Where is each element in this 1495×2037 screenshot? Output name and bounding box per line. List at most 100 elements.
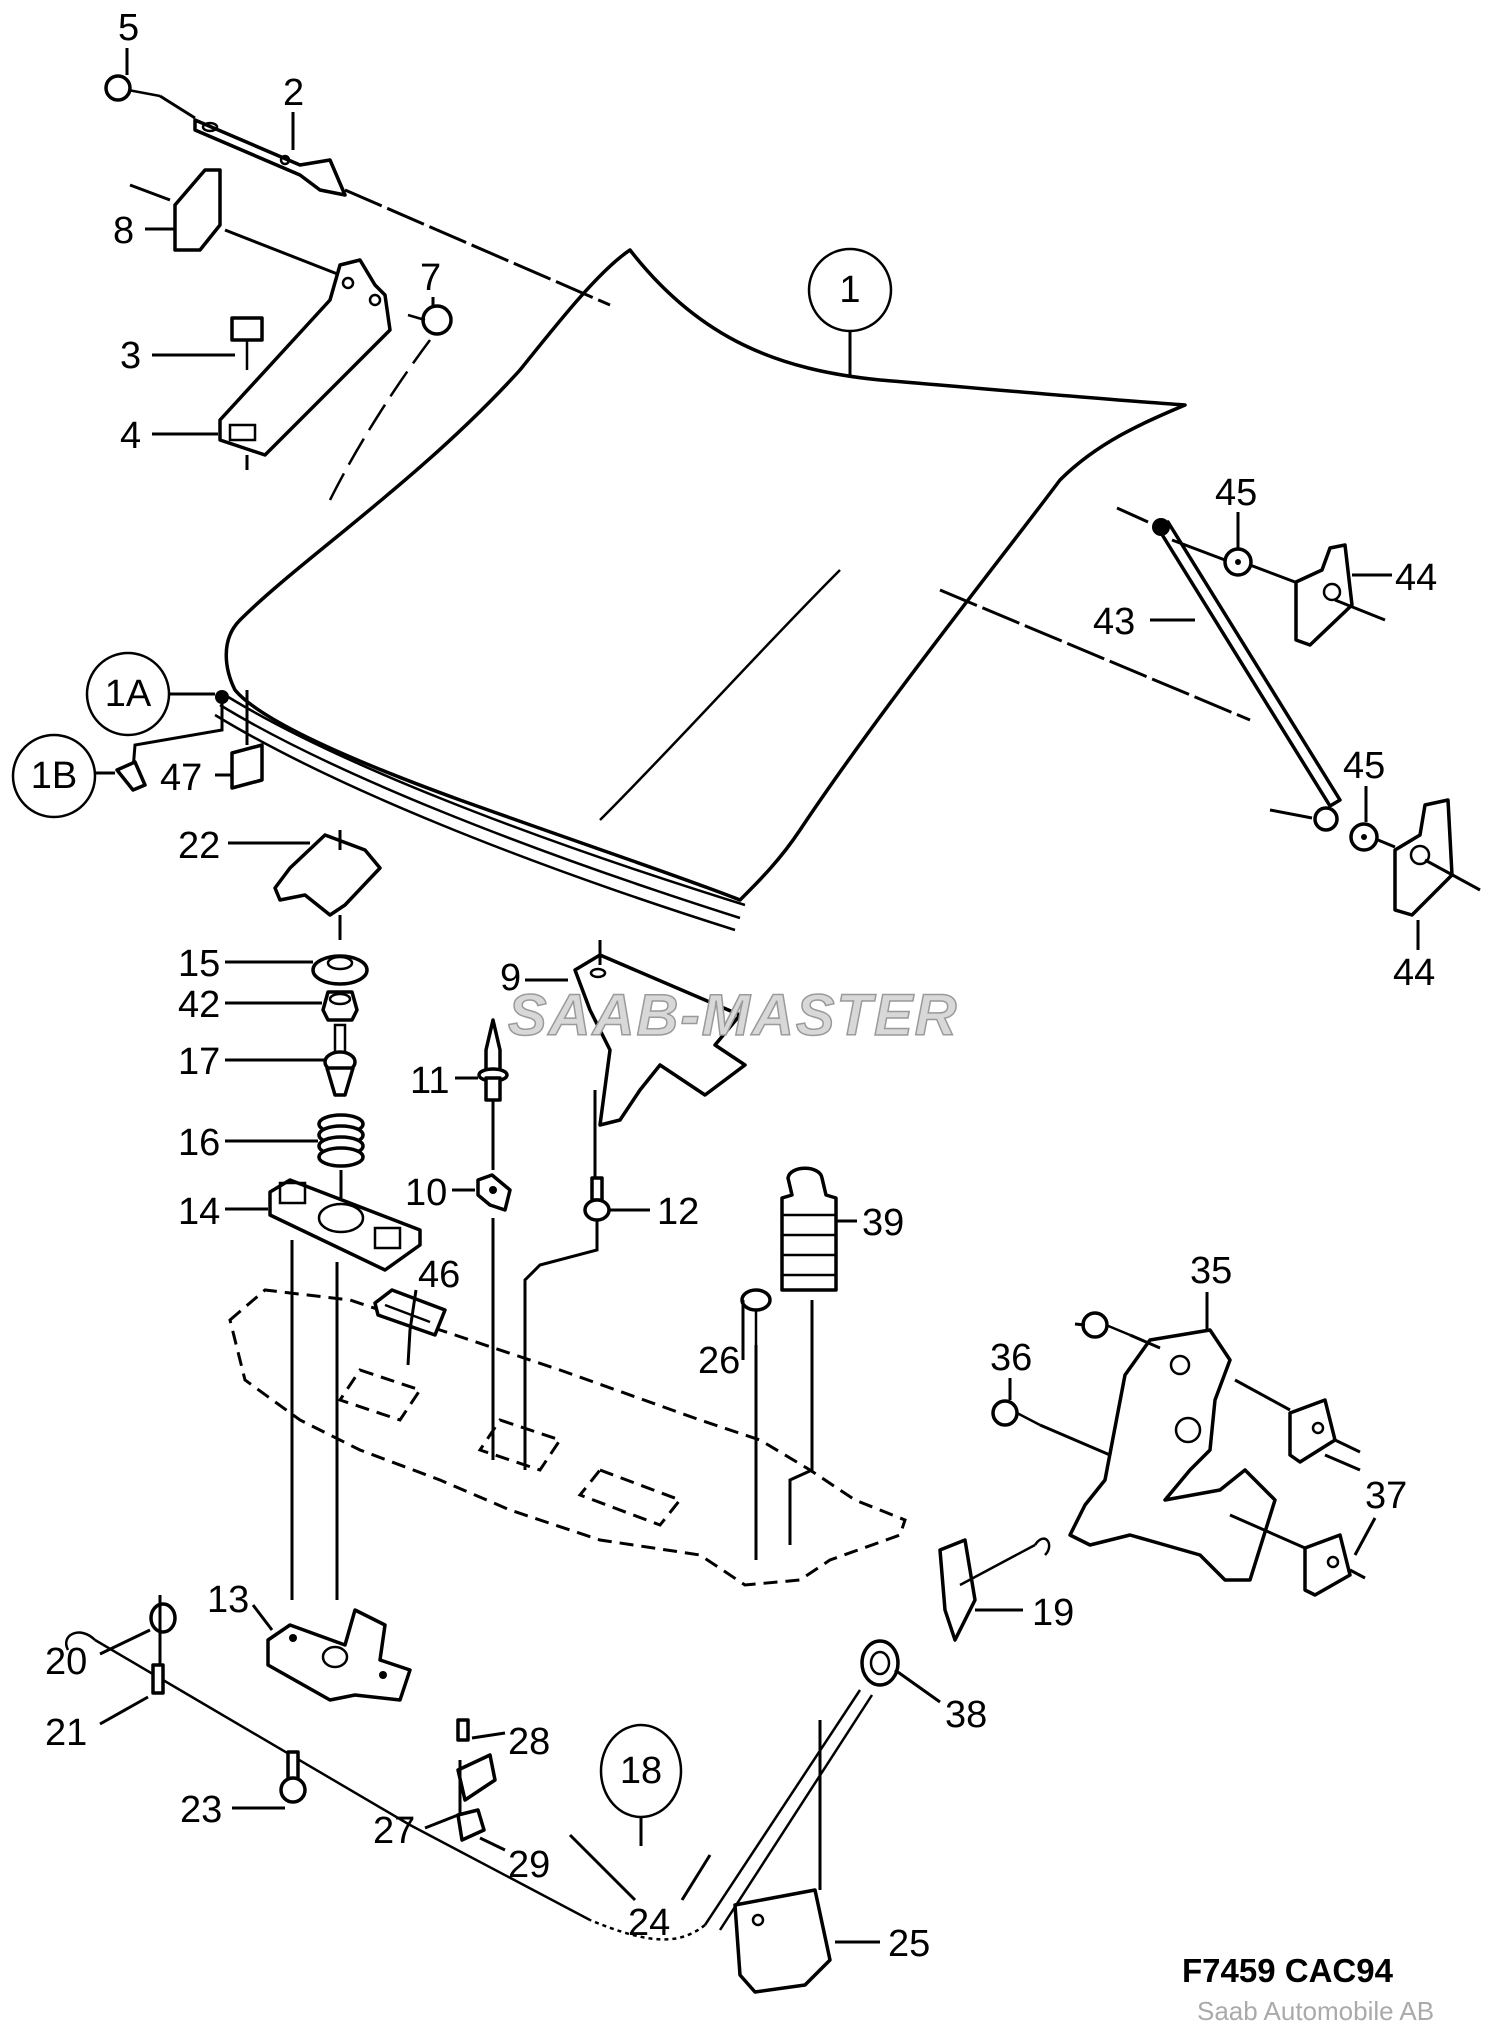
handle-screw-upper[interactable] bbox=[1074, 1311, 1161, 1350]
safety-catch[interactable] bbox=[573, 940, 747, 1180]
callout-45-upper[interactable]: 45 bbox=[1215, 472, 1257, 548]
clip-nut[interactable] bbox=[476, 1173, 512, 1460]
hood-hinge[interactable] bbox=[218, 258, 392, 470]
rubber-buffer[interactable] bbox=[311, 954, 369, 986]
u-nut-lower[interactable] bbox=[1229, 1513, 1366, 1597]
hinge-link-arm[interactable] bbox=[193, 118, 347, 197]
callout-11[interactable]: 11 bbox=[410, 1060, 478, 1102]
svg-text:23: 23 bbox=[180, 1789, 222, 1831]
callout-14[interactable]: 14 bbox=[178, 1191, 268, 1233]
grommet[interactable] bbox=[860, 1639, 900, 1687]
svg-text:17: 17 bbox=[178, 1041, 220, 1083]
callout-12[interactable]: 12 bbox=[610, 1191, 699, 1233]
seal-clip[interactable] bbox=[115, 760, 147, 792]
link-screw[interactable] bbox=[104, 74, 196, 120]
u-nut-upper[interactable] bbox=[1234, 1378, 1361, 1464]
callout-1B[interactable]: 1B bbox=[11, 733, 115, 819]
seal-clip-47[interactable] bbox=[230, 690, 264, 790]
clip-screw[interactable] bbox=[456, 1718, 470, 1742]
clip-nut-29[interactable] bbox=[456, 1808, 486, 1842]
lock-catch[interactable] bbox=[273, 830, 382, 940]
svg-text:46: 46 bbox=[418, 1254, 460, 1296]
callout-47[interactable]: 47 bbox=[160, 757, 232, 799]
svg-text:13: 13 bbox=[207, 1579, 249, 1621]
callout-5[interactable]: 5 bbox=[118, 7, 139, 75]
callout-42[interactable]: 42 bbox=[178, 984, 322, 1026]
callout-25[interactable]: 25 bbox=[835, 1923, 930, 1965]
callout-29[interactable]: 29 bbox=[479, 1836, 550, 1886]
callout-7[interactable]: 7 bbox=[420, 257, 441, 306]
callout-2[interactable]: 2 bbox=[283, 72, 304, 150]
strut-bracket-upper[interactable] bbox=[1294, 543, 1386, 647]
svg-text:4: 4 bbox=[120, 415, 141, 457]
callout-18[interactable]: 18 bbox=[599, 1723, 683, 1846]
callout-44-lower[interactable]: 44 bbox=[1393, 920, 1435, 994]
catch-screw[interactable] bbox=[523, 1176, 611, 1470]
svg-text:19: 19 bbox=[1032, 1592, 1074, 1634]
cable-bracket[interactable] bbox=[733, 1720, 832, 1994]
spring[interactable] bbox=[317, 1113, 365, 1198]
callout-13[interactable]: 13 bbox=[207, 1579, 274, 1631]
striker-bolt[interactable] bbox=[323, 1023, 357, 1097]
callout-37[interactable]: 37 bbox=[1324, 1453, 1407, 1556]
svg-text:36: 36 bbox=[990, 1337, 1032, 1379]
lock-plate[interactable] bbox=[266, 1608, 412, 1702]
callout-4[interactable]: 4 bbox=[120, 415, 218, 457]
set-screw[interactable] bbox=[151, 1663, 165, 1695]
hinge-bolt[interactable] bbox=[230, 316, 264, 370]
callout-1A[interactable]: 1A bbox=[85, 651, 215, 737]
hood-panel[interactable] bbox=[214, 248, 1187, 932]
callout-24[interactable]: 24 bbox=[568, 1833, 712, 1944]
callout-44-upper[interactable]: 44 bbox=[1352, 557, 1437, 599]
callout-36[interactable]: 36 bbox=[990, 1337, 1032, 1400]
svg-text:37: 37 bbox=[1365, 1475, 1407, 1517]
cable-holder[interactable] bbox=[938, 1537, 1051, 1642]
callout-3[interactable]: 3 bbox=[120, 335, 235, 377]
callout-19[interactable]: 19 bbox=[975, 1592, 1074, 1634]
handle-screw-lower[interactable] bbox=[991, 1399, 1111, 1457]
callout-17[interactable]: 17 bbox=[178, 1041, 325, 1083]
callout-16[interactable]: 16 bbox=[178, 1122, 318, 1164]
washer-lower[interactable] bbox=[1349, 822, 1396, 852]
callout-39[interactable]: 39 bbox=[836, 1202, 904, 1244]
callout-43[interactable]: 43 bbox=[1093, 601, 1195, 643]
svg-text:28: 28 bbox=[508, 1721, 550, 1763]
callout-9[interactable]: 9 bbox=[500, 957, 568, 999]
strut-bracket-lower[interactable] bbox=[1393, 798, 1481, 917]
callout-38[interactable]: 38 bbox=[894, 1668, 987, 1736]
callout-35[interactable]: 35 bbox=[1190, 1250, 1232, 1330]
callout-20[interactable]: 20 bbox=[45, 1628, 151, 1683]
callout-45-lower[interactable]: 45 bbox=[1343, 745, 1385, 822]
callout-26[interactable]: 26 bbox=[698, 1300, 745, 1382]
callout-21[interactable]: 21 bbox=[45, 1695, 149, 1754]
callout-15[interactable]: 15 bbox=[178, 943, 313, 985]
svg-text:15: 15 bbox=[178, 943, 220, 985]
hood-seal-strip-clip[interactable] bbox=[131, 690, 229, 771]
washer-upper[interactable] bbox=[1171, 538, 1296, 584]
bracket-screw[interactable] bbox=[740, 1288, 772, 1560]
callout-23[interactable]: 23 bbox=[180, 1789, 285, 1831]
svg-text:2: 2 bbox=[283, 72, 304, 114]
callout-28[interactable]: 28 bbox=[471, 1721, 550, 1763]
lock-nut[interactable] bbox=[321, 990, 359, 1022]
callout-46[interactable]: 46 bbox=[418, 1254, 460, 1296]
svg-text:9: 9 bbox=[500, 957, 521, 999]
guide-pin[interactable] bbox=[477, 1018, 509, 1170]
gas-strut[interactable] bbox=[1116, 506, 1342, 832]
callout-1[interactable]: 1 bbox=[807, 247, 893, 375]
lock-bracket[interactable] bbox=[268, 1178, 422, 1600]
damper-pad[interactable] bbox=[373, 1288, 447, 1366]
hinge-bracket[interactable] bbox=[129, 168, 341, 277]
flange-bolt[interactable] bbox=[279, 1750, 307, 1804]
release-handle-bracket[interactable] bbox=[1068, 1328, 1277, 1582]
svg-text:26: 26 bbox=[698, 1340, 740, 1382]
callout-27[interactable]: 27 bbox=[373, 1810, 459, 1852]
callout-22[interactable]: 22 bbox=[178, 825, 310, 867]
callout-10[interactable]: 10 bbox=[405, 1172, 475, 1214]
callout-8[interactable]: 8 bbox=[113, 210, 175, 252]
svg-text:44: 44 bbox=[1393, 952, 1435, 994]
cable-clip[interactable] bbox=[456, 1753, 497, 1830]
rubber-stop[interactable] bbox=[780, 1166, 838, 1545]
hinge-pin[interactable] bbox=[407, 304, 453, 336]
